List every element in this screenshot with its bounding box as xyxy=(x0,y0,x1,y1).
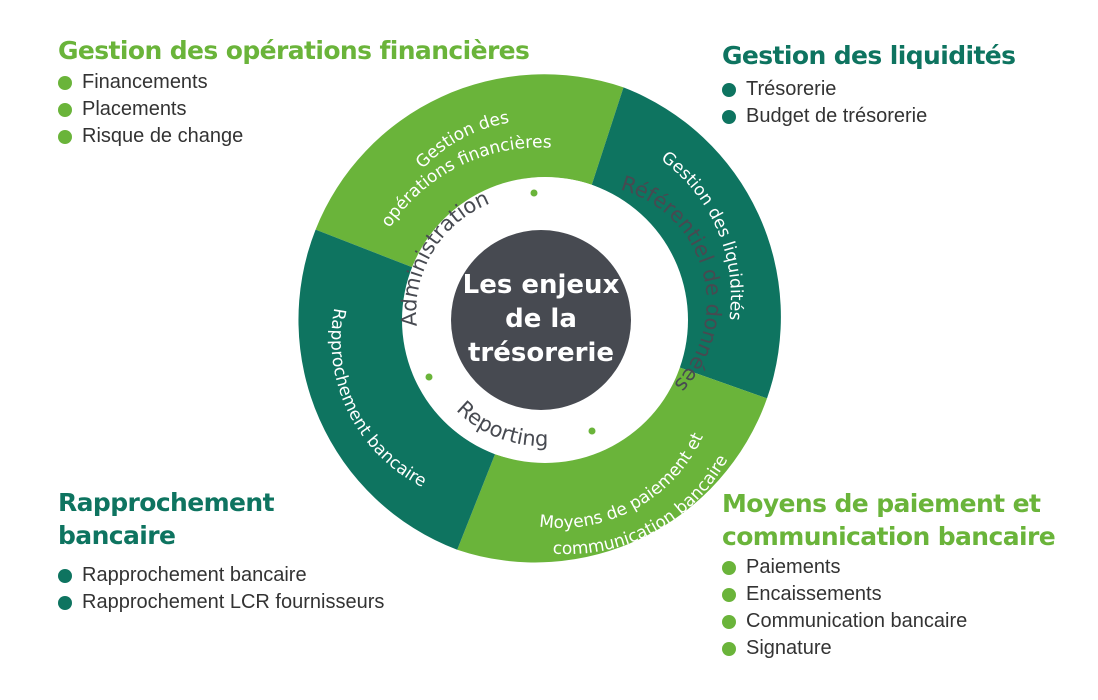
bullet-dot xyxy=(722,109,736,124)
paiement-list: Paiements Encaissements Communication ba… xyxy=(722,554,967,662)
list-item: Rapprochement bancaire xyxy=(58,562,384,589)
list-item-label: Rapprochement bancaire xyxy=(82,564,307,586)
list-item: Risque de change xyxy=(58,123,243,150)
list-item: Communication bancaire xyxy=(722,608,967,635)
ring-dot xyxy=(425,373,433,381)
ops-list: Financements Placements Risque de change xyxy=(58,69,243,150)
ring-dot xyxy=(530,189,538,197)
rapprochement-heading-line2: bancaire xyxy=(58,521,176,550)
bullet-dot xyxy=(58,102,72,117)
list-item-label: Communication bancaire xyxy=(746,610,968,632)
list-item: Budget de trésorerie xyxy=(722,103,927,130)
bullet-dot xyxy=(58,129,72,144)
list-item-label: Encaissements xyxy=(746,583,882,605)
liquidites-list: Trésorerie Budget de trésorerie xyxy=(722,76,927,130)
bullet-dot xyxy=(722,641,736,656)
list-item-label: Risque de change xyxy=(82,125,244,147)
segment-ops xyxy=(315,74,624,268)
bullet-dot xyxy=(58,568,72,583)
list-item: Signature xyxy=(722,635,967,662)
center-title-line1: Les enjeux xyxy=(463,270,620,300)
bullet-dot xyxy=(722,614,736,629)
list-item-label: Financements xyxy=(82,71,208,93)
list-item: Placements xyxy=(58,96,243,123)
center-title-line3: trésorerie xyxy=(468,338,614,368)
ring-dot xyxy=(588,427,596,435)
segment-rapprochement xyxy=(298,229,495,550)
list-item-label: Paiements xyxy=(746,556,841,578)
list-item-label: Rapprochement LCR fournisseurs xyxy=(82,591,385,613)
center-circle xyxy=(451,230,631,410)
center-title-line2: de la xyxy=(505,304,577,334)
bullet-dot xyxy=(722,587,736,602)
list-item-label: Placements xyxy=(82,98,187,120)
list-item-label: Budget de trésorerie xyxy=(746,105,928,127)
liquidites-heading: Gestion des liquidités xyxy=(722,41,1016,70)
list-item: Encaissements xyxy=(722,581,967,608)
segment-paiement xyxy=(457,365,767,563)
bullet-dot xyxy=(722,82,736,97)
rapprochement-heading: Rapprochement bancaire xyxy=(58,486,275,552)
list-item-label: Trésorerie xyxy=(746,78,837,100)
list-item-label: Signature xyxy=(746,637,832,659)
ops-heading: Gestion des opérations financières xyxy=(58,36,530,65)
bullet-dot xyxy=(58,595,72,610)
segment-liquidites xyxy=(591,87,781,399)
list-item: Paiements xyxy=(722,554,967,581)
paiement-heading-line1: Moyens de paiement et xyxy=(722,489,1041,518)
bullet-dot xyxy=(58,75,72,90)
list-item: Trésorerie xyxy=(722,76,927,103)
paiement-heading: Moyens de paiement et communication banc… xyxy=(722,487,1056,553)
rapprochement-list: Rapprochement bancaire Rapprochement LCR… xyxy=(58,562,384,616)
bullet-dot xyxy=(722,560,736,575)
paiement-heading-line2: communication bancaire xyxy=(722,522,1056,551)
rapprochement-heading-line1: Rapprochement xyxy=(58,488,275,517)
list-item: Financements xyxy=(58,69,243,96)
list-item: Rapprochement LCR fournisseurs xyxy=(58,589,384,616)
